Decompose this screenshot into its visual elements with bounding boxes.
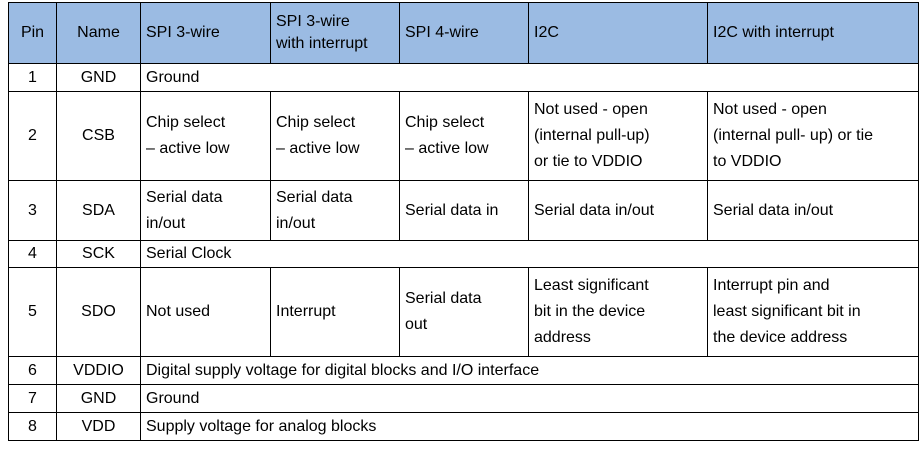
pin-name-cell: SDA — [56, 180, 141, 241]
table-row: 4 SCK Serial Clock — [8, 240, 919, 268]
pin-description-table: Pin Name SPI 3-wire SPI 3-wire with inte… — [8, 2, 919, 441]
table-header: Pin Name SPI 3-wire SPI 3-wire with inte… — [8, 2, 919, 64]
pin-number-cell: 4 — [8, 240, 57, 268]
spi-4-wire-cell: Chip select – active low — [399, 91, 529, 181]
spi-3-wire-interrupt-cell: Chip select – active low — [270, 91, 400, 181]
pin-name-cell: SCK — [56, 240, 141, 268]
pin-number-cell: 1 — [8, 63, 57, 92]
i2c-interrupt-cell: Interrupt pin and least significant bit … — [707, 267, 919, 357]
table-row: 2 CSB Chip select – active low Chip sele… — [8, 91, 919, 181]
pin-name-cell: GND — [56, 384, 141, 413]
pin-description-cell: Ground — [140, 384, 919, 413]
spi-3-wire-interrupt-cell: Interrupt — [270, 267, 400, 357]
i2c-cell: Not used - open (internal pull-up) or ti… — [528, 91, 708, 181]
pin-name-cell: CSB — [56, 91, 141, 181]
table-row: 8 VDD Supply voltage for analog blocks — [8, 412, 919, 441]
table-row: 6 VDDIO Digital supply voltage for digit… — [8, 356, 919, 385]
header-name: Name — [56, 2, 141, 64]
pin-name-cell: SDO — [56, 267, 141, 357]
i2c-cell: Serial data in/out — [528, 180, 708, 241]
header-spi-4-wire: SPI 4-wire — [399, 2, 529, 64]
header-spi-3-wire: SPI 3-wire — [140, 2, 271, 64]
pin-number-cell: 3 — [8, 180, 57, 241]
header-i2c-interrupt: I2C with interrupt — [707, 2, 919, 64]
spi-3-wire-cell: Not used — [140, 267, 271, 357]
pin-number-cell: 8 — [8, 412, 57, 441]
spi-4-wire-cell: Serial data in — [399, 180, 529, 241]
spi-4-wire-cell: Serial data out — [399, 267, 529, 357]
table-row: 3 SDA Serial data in/out Serial data in/… — [8, 180, 919, 241]
i2c-cell: Least significant bit in the device addr… — [528, 267, 708, 357]
pin-description-cell: Serial Clock — [140, 240, 919, 268]
spi-3-wire-cell: Serial data in/out — [140, 180, 271, 241]
header-row: Pin Name SPI 3-wire SPI 3-wire with inte… — [8, 2, 919, 64]
pin-name-cell: VDD — [56, 412, 141, 441]
table-row: 5 SDO Not used Interrupt Serial data out… — [8, 267, 919, 357]
header-pin: Pin — [8, 2, 57, 64]
pin-description-cell: Ground — [140, 63, 919, 92]
pin-description-cell: Digital supply voltage for digital block… — [140, 356, 919, 385]
header-spi-3-wire-interrupt: SPI 3-wire with interrupt — [270, 2, 400, 64]
pin-name-cell: VDDIO — [56, 356, 141, 385]
pin-number-cell: 5 — [8, 267, 57, 357]
header-spi-3-wire-interrupt-text: SPI 3-wire with interrupt — [276, 13, 368, 52]
table-row: 7 GND Ground — [8, 384, 919, 413]
pin-description-cell: Supply voltage for analog blocks — [140, 412, 919, 441]
table-body: 1 GND Ground 2 CSB Chip select – active … — [8, 63, 919, 441]
header-i2c: I2C — [528, 2, 708, 64]
spi-3-wire-interrupt-cell: Serial data in/out — [270, 180, 400, 241]
i2c-interrupt-cell: Serial data in/out — [707, 180, 919, 241]
i2c-interrupt-cell: Not used - open (internal pull- up) or t… — [707, 91, 919, 181]
table-row: 1 GND Ground — [8, 63, 919, 92]
pin-number-cell: 6 — [8, 356, 57, 385]
pin-name-cell: GND — [56, 63, 141, 92]
pin-number-cell: 2 — [8, 91, 57, 181]
spi-3-wire-cell: Chip select – active low — [140, 91, 271, 181]
pin-number-cell: 7 — [8, 384, 57, 413]
